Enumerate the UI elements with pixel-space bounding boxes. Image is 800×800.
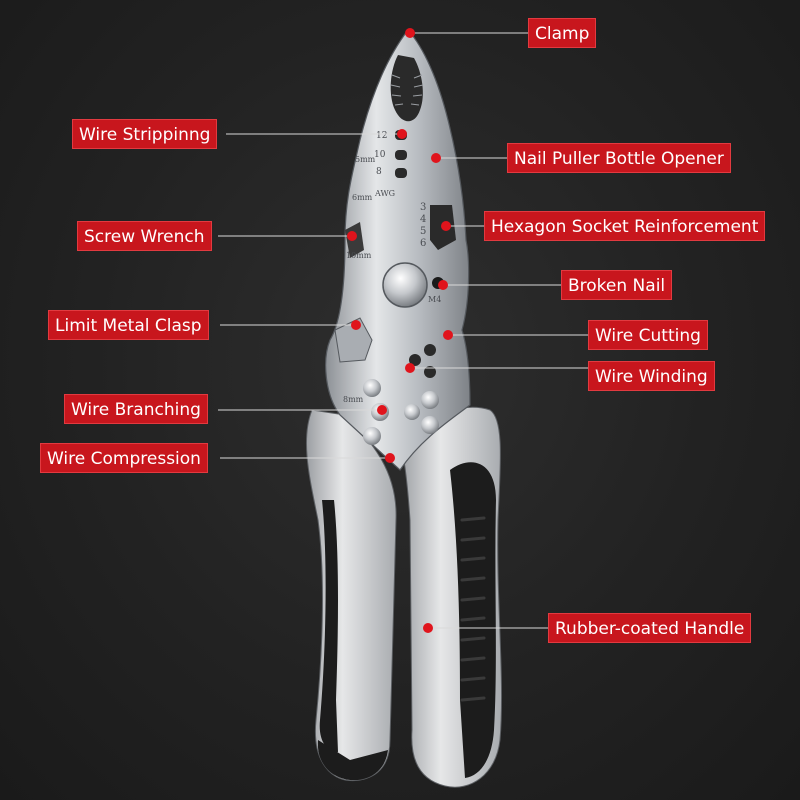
marker-dot-broken-nail <box>438 280 448 290</box>
marker-dot-rubber-handle <box>423 623 433 633</box>
leader-lines <box>218 32 588 629</box>
callout-wire-branching: Wire Branching <box>64 394 208 424</box>
marker-dot-wire-winding <box>405 363 415 373</box>
callout-wire-stripping: Wire Strippinng <box>72 119 218 149</box>
left-handle <box>305 409 397 782</box>
callout-wire-winding: Wire Winding <box>588 361 715 391</box>
engraving-5mm: 5mm <box>355 155 376 164</box>
callout-hexagon-socket-reinforcement: Hexagon Socket Reinforcement <box>484 211 766 241</box>
engraving-awg: AWG <box>374 189 395 198</box>
steel-head <box>325 29 471 471</box>
engraving-m4: M4 <box>428 295 441 304</box>
callout-broken-nail: Broken Nail <box>561 270 673 300</box>
engraving-hex-5: 5 <box>420 226 426 237</box>
callout-clamp: Clamp <box>528 18 597 48</box>
callout-nail-puller-bottle-opener: Nail Puller Bottle Opener <box>507 143 731 173</box>
callout-limit-metal-clasp: Limit Metal Clasp <box>48 310 209 340</box>
engraving-hex-6: 6 <box>420 238 426 249</box>
engraving-gauge-10: 10 <box>374 150 386 160</box>
marker-dot-limit-clasp <box>351 320 361 330</box>
marker-dot-wire-cutting <box>443 330 453 340</box>
engraving-8mm: 8mm <box>343 395 364 404</box>
pivot-bolt <box>382 262 428 308</box>
callout-rubber-coated-handle: Rubber-coated Handle <box>548 613 752 643</box>
marker-dots <box>347 28 453 633</box>
marker-dot-nail-puller <box>431 153 441 163</box>
engraving-hex-3: 3 <box>420 202 426 213</box>
grip-ribs <box>460 516 486 702</box>
marker-dot-screw-wrench <box>347 231 357 241</box>
callout-screw-wrench: Screw Wrench <box>77 221 212 251</box>
marker-dot-wire-stripping <box>397 129 407 139</box>
serrations <box>390 74 424 106</box>
engraving-10mm: 10mm <box>346 251 372 260</box>
callout-wire-cutting: Wire Cutting <box>588 320 708 350</box>
engraving-6mm: 6mm <box>352 193 373 202</box>
engraving-hex-4: 4 <box>420 214 426 225</box>
marker-dot-wire-branching <box>377 405 387 415</box>
marker-dot-wire-compression <box>385 453 395 463</box>
marker-dot-clamp <box>405 28 415 38</box>
engravings: 12 10 8 5mm AWG 6mm 3 4 5 6 10mm M4 8mm <box>343 131 441 404</box>
engraving-gauge-8: 8 <box>376 167 382 177</box>
engraving-gauge-12: 12 <box>376 131 387 141</box>
right-handle <box>399 406 503 788</box>
callout-wire-compression: Wire Compression <box>40 443 208 473</box>
marker-dot-hexagon-socket <box>441 221 451 231</box>
